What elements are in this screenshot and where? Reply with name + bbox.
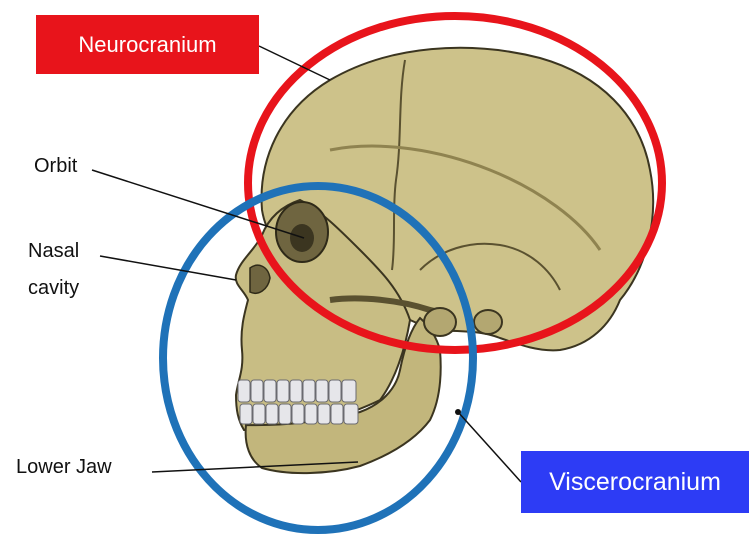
nasal-leader <box>100 256 236 280</box>
viscerocranium-leader-dot <box>455 409 461 415</box>
viscerocranium-leader <box>458 412 521 482</box>
lower-teeth <box>240 404 358 424</box>
upper-teeth <box>238 380 356 402</box>
viscerocranium-label: Viscerocranium <box>521 451 749 513</box>
skull-mastoid <box>474 310 502 334</box>
nasal-cavity-label-line1: Nasal <box>28 239 79 264</box>
nasal-cavity-label-line2: cavity <box>28 276 79 301</box>
lower-jaw-label: Lower Jaw <box>16 455 112 480</box>
orbit-label: Orbit <box>34 154 77 179</box>
neurocranium-label: Neurocranium <box>36 15 259 74</box>
skull-ear-process <box>424 308 456 336</box>
